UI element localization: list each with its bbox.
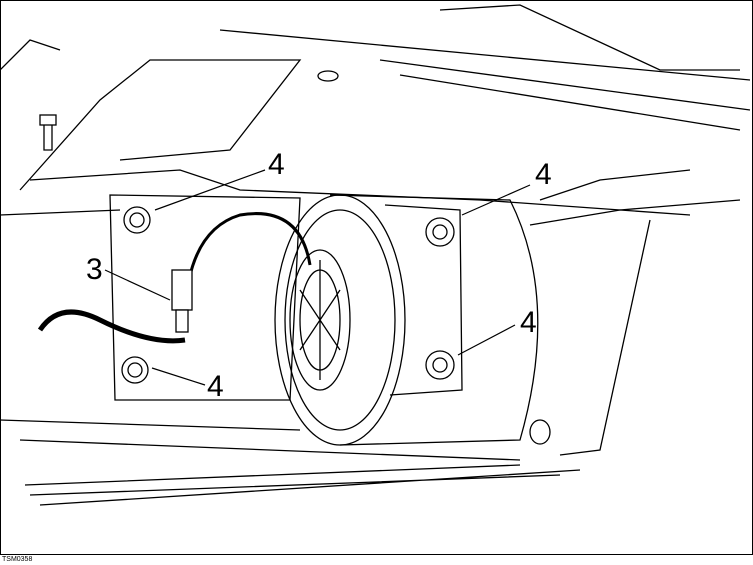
callout-nut-lower-right: 4 bbox=[520, 306, 537, 339]
leader-lines bbox=[104, 169, 531, 386]
bolt-upper-left-detached bbox=[39, 114, 57, 151]
callout-nut-upper-right: 4 bbox=[535, 158, 552, 191]
mounting-nuts bbox=[121, 206, 455, 384]
blower-motor bbox=[274, 194, 551, 446]
figure-code: TSM0358 bbox=[2, 556, 33, 563]
callout-nut-lower-left: 4 bbox=[207, 370, 224, 403]
callout-nut-upper-left: 4 bbox=[268, 148, 285, 181]
underbody-panels bbox=[0, 4, 751, 506]
wire-harness-and-connector bbox=[37, 212, 312, 344]
callout-connector: 3 bbox=[86, 253, 103, 286]
